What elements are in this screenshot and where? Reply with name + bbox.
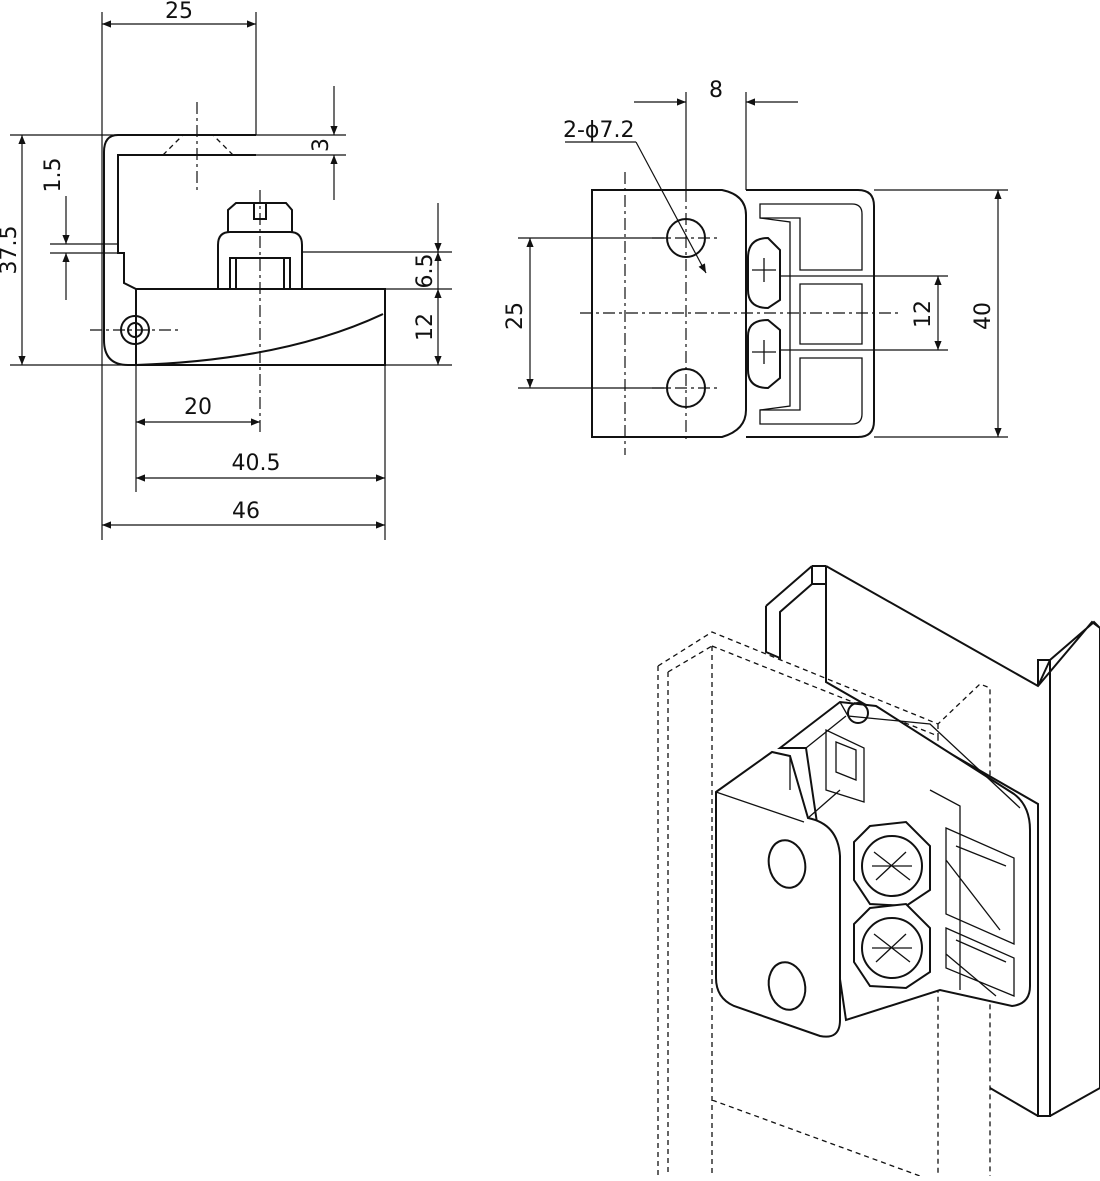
front-view-plate bbox=[591, 189, 747, 438]
dim-front-hole-pitch: 25 bbox=[503, 302, 528, 330]
front-view: 8 2-ϕ7.2 25 12 40 bbox=[503, 78, 1008, 455]
side-view-countersink bbox=[162, 134, 234, 156]
iso-clamp-hole-top bbox=[767, 839, 807, 889]
front-view-hole-callout: 2-ϕ7.2 bbox=[563, 118, 634, 143]
iso-clamp-hole-bottom bbox=[767, 961, 807, 1011]
dim-side-inner-40-5: 40.5 bbox=[232, 451, 281, 476]
dim-side-top-width: 25 bbox=[165, 0, 193, 24]
iso-screw-top bbox=[853, 820, 931, 908]
dim-front-screw-pitch: 12 bbox=[911, 300, 936, 328]
dim-side-top-gap: 3 bbox=[309, 138, 334, 152]
iso-hinge-slots bbox=[825, 728, 1015, 997]
dim-side-inner-20: 20 bbox=[184, 395, 212, 420]
iso-hinge-pivot-hole bbox=[847, 702, 869, 724]
iso-screw-bottom bbox=[853, 902, 931, 990]
side-view-base-curve bbox=[135, 289, 384, 366]
isometric-view bbox=[657, 565, 1100, 1177]
dim-front-hole-offset: 8 bbox=[709, 78, 723, 103]
iso-door-profile bbox=[657, 631, 991, 1177]
dim-side-small-gap: 1.5 bbox=[41, 158, 66, 193]
iso-clamp-plate bbox=[715, 750, 841, 1038]
front-view-screws bbox=[747, 236, 781, 390]
front-view-slots bbox=[759, 203, 863, 425]
dim-side-overall-height: 37.5 bbox=[0, 226, 22, 275]
side-view: 25 3 37.5 1.5 6.5 12 20 40.5 46 bbox=[0, 0, 452, 540]
dim-side-base-height: 12 bbox=[413, 313, 438, 341]
iso-frame-channel bbox=[765, 565, 1100, 1117]
dim-front-overall-height: 40 bbox=[971, 302, 996, 330]
dim-side-clip-height: 6.5 bbox=[413, 254, 438, 289]
dim-side-overall-46: 46 bbox=[232, 499, 260, 524]
